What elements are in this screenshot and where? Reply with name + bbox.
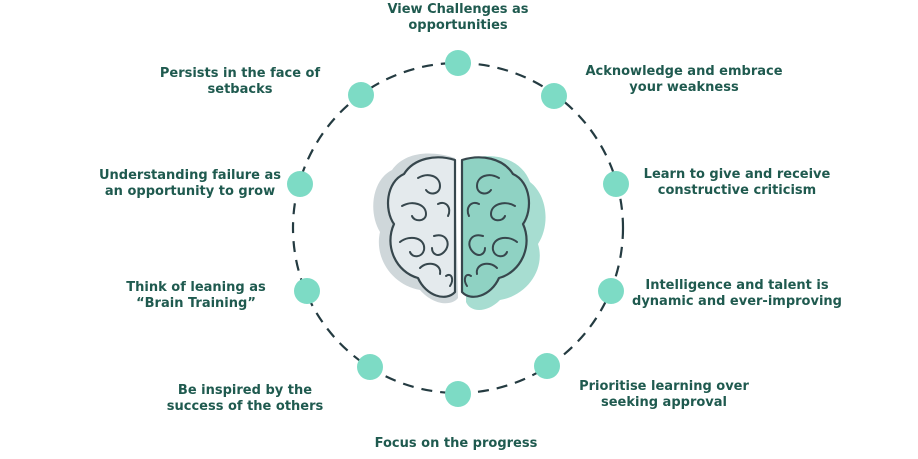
label-line: Think of leaning as <box>126 280 266 295</box>
label-line: Learn to give and receive <box>643 167 831 182</box>
label-line: “Brain Training” <box>136 296 256 311</box>
label-line: View Challenges as <box>387 2 529 17</box>
label-line: Focus on the progress <box>374 436 538 451</box>
node-dot-bottom-right <box>534 353 560 379</box>
node-dot-bottom-left <box>357 354 383 380</box>
node-dot-top-right <box>541 83 567 109</box>
label-line: an opportunity to grow <box>104 184 276 199</box>
label-line: Intelligence and talent is <box>645 278 829 293</box>
label-line: Acknowledge and embrace <box>585 64 783 79</box>
node-dots <box>287 50 629 407</box>
label-line: your weakness <box>629 80 739 95</box>
label-left-lower: Think of leaning as“Brain Training” <box>126 280 265 312</box>
node-dot-top <box>445 50 471 76</box>
label-line: seeking approval <box>601 395 727 410</box>
label-line: setbacks <box>207 82 273 97</box>
node-dot-top-left <box>348 82 374 108</box>
label-line: constructive criticism <box>657 183 817 198</box>
label-line: Understanding failure as <box>98 168 282 183</box>
label-line: dynamic and ever-improving <box>632 294 842 309</box>
node-dot-right-lower <box>598 278 624 304</box>
node-dot-right-upper <box>603 171 629 197</box>
label-line: opportunities <box>408 18 508 33</box>
label-bottom: Focus on the progress <box>375 436 538 452</box>
label-line: Prioritise learning over <box>579 379 749 394</box>
node-dot-left-lower <box>294 278 320 304</box>
brain-icon <box>373 153 546 310</box>
dashed-ring <box>291 61 625 395</box>
node-dot-left-upper <box>287 171 313 197</box>
label-line: Be inspired by the <box>177 383 313 398</box>
node-dot-bottom <box>445 381 471 407</box>
label-line: Persists in the face of <box>159 66 321 81</box>
label-line: success of the others <box>166 399 324 414</box>
